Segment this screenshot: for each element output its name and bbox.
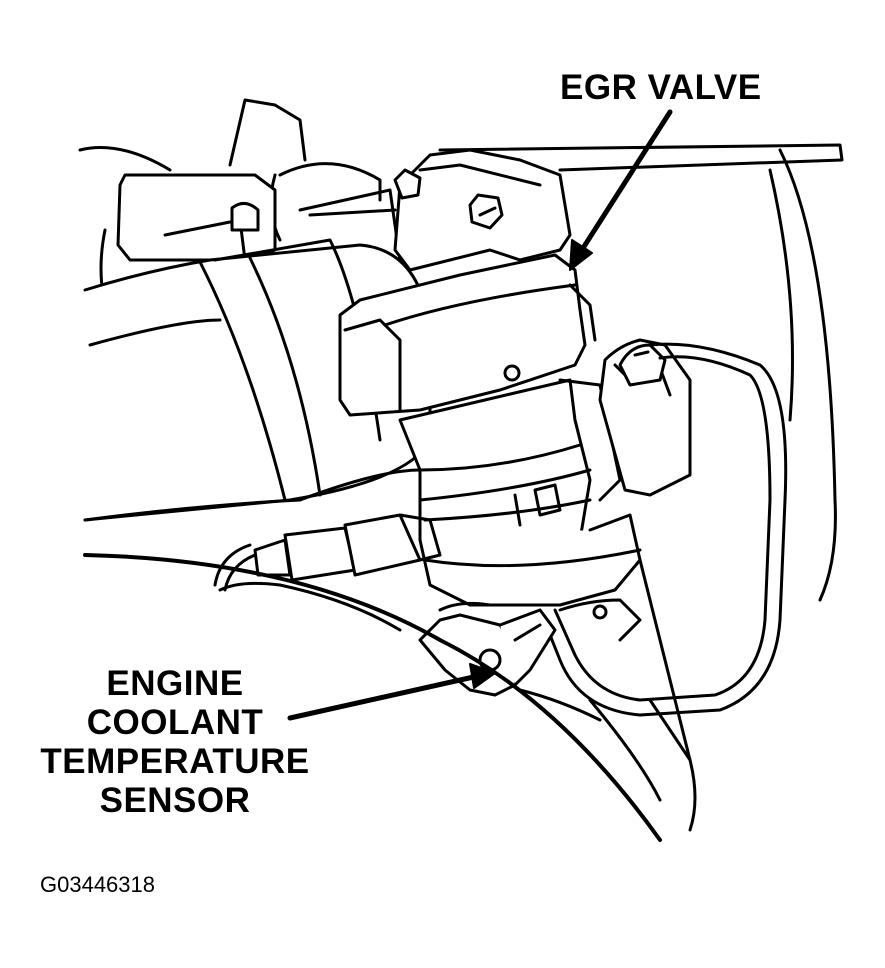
egr-flange xyxy=(395,150,570,270)
egr-connector xyxy=(540,340,786,715)
background-manifold xyxy=(80,100,842,600)
egr-arrowhead xyxy=(570,240,592,270)
egr-valve-label: EGR VALVE xyxy=(560,68,762,107)
ect-label-line-1: ENGINE xyxy=(106,664,244,703)
leader-arrows xyxy=(290,112,670,718)
figure-id: G03446318 xyxy=(40,872,155,897)
ect-sensor-label: ENGINE COOLANT TEMPERATURE SENSOR xyxy=(20,664,330,820)
ect-label-line-4: SENSOR xyxy=(99,781,251,820)
lower-engine-block xyxy=(85,470,695,840)
sensor-housing xyxy=(101,175,275,320)
ect-sensor xyxy=(215,515,640,695)
ect-arrowhead xyxy=(470,664,495,688)
egr-valve-body xyxy=(340,255,640,605)
ect-label-line-2: COOLANT xyxy=(86,703,264,742)
ect-label-line-3: TEMPERATURE xyxy=(40,742,310,781)
